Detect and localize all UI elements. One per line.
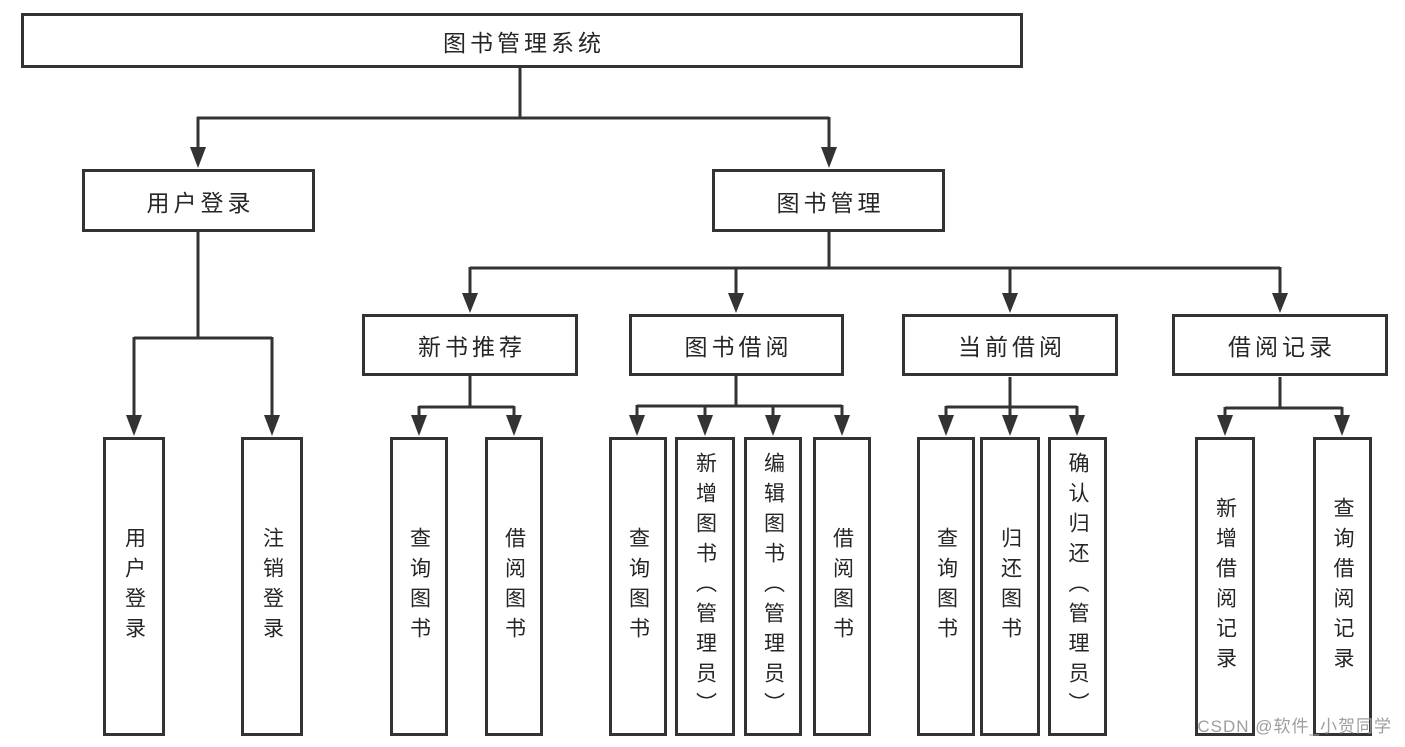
leaf-borrow-books-1-label: 借阅图书 — [502, 526, 526, 647]
leaf-logout: 注销登录 — [241, 437, 303, 736]
node-borrow-records: 借阅记录 — [1172, 314, 1388, 376]
leaf-logout-label: 注销登录 — [260, 526, 284, 647]
leaf-add-book-admin-label: 新增图书（管理员） — [693, 451, 717, 722]
leaf-query-books-2: 查询图书 — [609, 437, 667, 736]
node-new-book-recommend-label: 新书推荐 — [418, 334, 526, 360]
leaf-query-borrow-record-label: 查询借阅记录 — [1331, 496, 1354, 677]
node-user-login: 用户登录 — [82, 169, 315, 232]
leaf-confirm-return-admin: 确认归还（管理员） — [1048, 437, 1107, 736]
leaf-query-books-2-label: 查询图书 — [626, 526, 650, 647]
node-borrow-records-label: 借阅记录 — [1228, 334, 1336, 360]
node-book-management: 图书管理 — [712, 169, 945, 232]
leaf-borrow-books-1: 借阅图书 — [485, 437, 543, 736]
leaf-query-books-1: 查询图书 — [390, 437, 448, 736]
node-root: 图书管理系统 — [21, 13, 1023, 68]
node-book-borrow: 图书借阅 — [629, 314, 844, 376]
leaf-user-login: 用户登录 — [103, 437, 165, 736]
node-user-login-label: 用户登录 — [146, 189, 255, 216]
leaf-edit-book-admin: 编辑图书（管理员） — [744, 437, 802, 736]
node-book-management-label: 图书管理 — [776, 189, 885, 216]
leaf-add-book-admin: 新增图书（管理员） — [675, 437, 735, 736]
leaf-query-borrow-record: 查询借阅记录 — [1313, 437, 1372, 736]
node-new-book-recommend: 新书推荐 — [362, 314, 578, 376]
leaf-borrow-books-2-label: 借阅图书 — [830, 526, 854, 647]
leaf-add-borrow-record: 新增借阅记录 — [1195, 437, 1255, 736]
leaf-borrow-books-2: 借阅图书 — [813, 437, 871, 736]
node-root-label: 图书管理系统 — [443, 29, 605, 56]
node-current-borrow-label: 当前借阅 — [958, 334, 1066, 360]
leaf-return-book-label: 归还图书 — [998, 526, 1022, 647]
leaf-confirm-return-admin-label: 确认归还（管理员） — [1066, 451, 1089, 722]
leaf-add-borrow-record-label: 新增借阅记录 — [1213, 496, 1237, 677]
csdn-watermark: CSDN @软件_小贺同学 — [1197, 717, 1392, 736]
node-book-borrow-label: 图书借阅 — [684, 334, 793, 360]
leaf-user-login-label: 用户登录 — [122, 526, 146, 647]
leaf-return-book: 归还图书 — [980, 437, 1040, 736]
node-current-borrow: 当前借阅 — [902, 314, 1118, 376]
leaf-query-books-3: 查询图书 — [917, 437, 975, 736]
leaf-edit-book-admin-label: 编辑图书（管理员） — [761, 451, 785, 722]
leaf-query-books-3-label: 查询图书 — [934, 526, 958, 647]
leaf-query-books-1-label: 查询图书 — [407, 526, 431, 647]
